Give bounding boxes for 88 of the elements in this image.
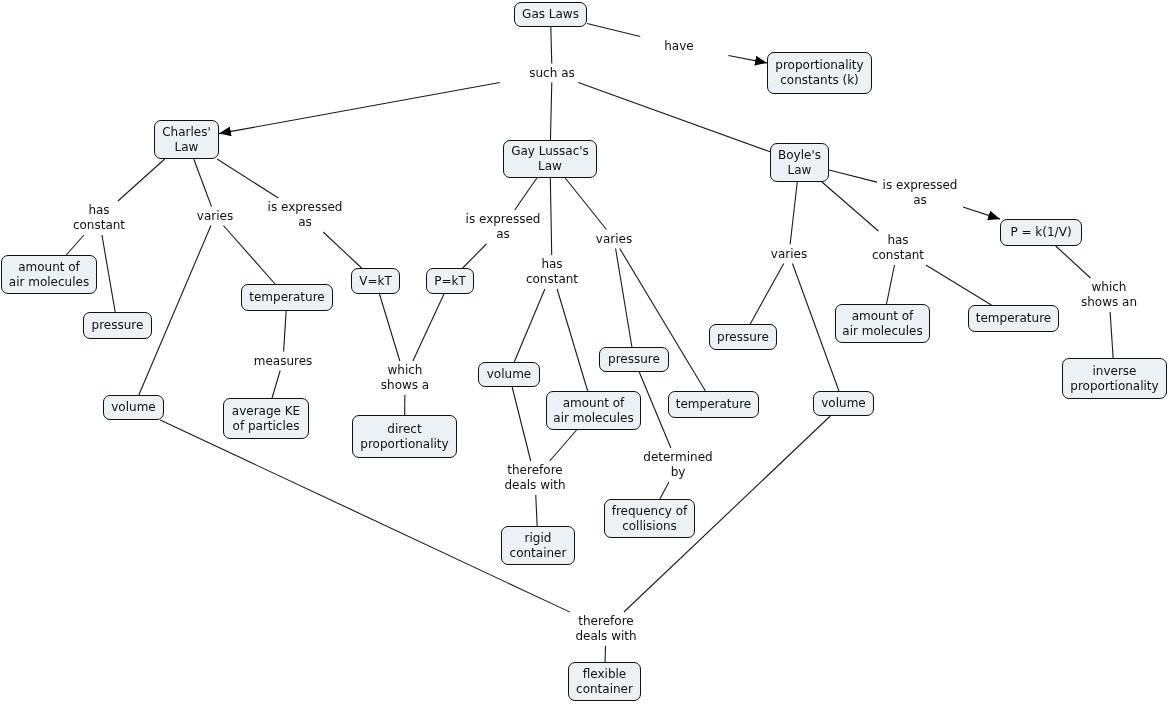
concept-box: flexible container xyxy=(568,662,641,701)
arrow xyxy=(218,81,501,137)
linking-phrase: varies xyxy=(738,246,840,262)
connector-line xyxy=(821,181,879,232)
concept-box: pressure xyxy=(83,312,152,339)
connector-line xyxy=(101,234,116,313)
linking-phrase: is expressed as xyxy=(264,200,346,230)
linking-phrase: has constant xyxy=(521,257,583,287)
concept-box: pressure xyxy=(709,324,777,350)
connector-line xyxy=(564,177,607,231)
concept-box: temperature xyxy=(668,391,759,418)
concept-box: Boyle's Law xyxy=(770,143,829,182)
connector-line xyxy=(193,158,212,208)
linking-phrase: is expressed as xyxy=(462,212,544,242)
linking-phrase: have xyxy=(628,38,730,54)
connector-line xyxy=(159,419,571,613)
concept-box: temperature xyxy=(241,284,333,311)
connector-line xyxy=(623,415,831,613)
connector-line xyxy=(549,81,553,141)
connector-line xyxy=(65,234,85,256)
connector-line xyxy=(885,264,896,305)
connector-line xyxy=(222,224,276,285)
connector-line xyxy=(659,481,670,500)
connector-line xyxy=(511,386,532,462)
connector-line xyxy=(619,247,706,392)
linking-phrase: such as xyxy=(501,65,603,81)
connector-line xyxy=(404,394,406,416)
connector-line xyxy=(378,293,401,362)
connector-line xyxy=(586,22,641,38)
connector-line xyxy=(789,181,798,246)
connector-line xyxy=(117,158,166,202)
connector-line xyxy=(549,429,578,462)
connector-line xyxy=(138,224,212,396)
concept-box: temperature xyxy=(968,305,1059,332)
concept-box: amount of air molecules xyxy=(546,391,641,430)
concept-box: volume xyxy=(813,391,874,416)
linking-phrase: has constant xyxy=(867,233,929,263)
concept-box: volume xyxy=(103,395,164,420)
connector-line xyxy=(549,177,553,256)
connector-line xyxy=(216,158,279,199)
concept-box: amount of air molecules xyxy=(1,255,97,294)
linking-phrase: measures xyxy=(232,353,334,369)
concept-box: average KE of particles xyxy=(223,398,309,439)
connector-line xyxy=(925,264,992,306)
linking-phrase: has constant xyxy=(68,203,130,233)
concept-box: volume xyxy=(478,362,540,387)
concept-box: rigid container xyxy=(501,526,575,565)
concept-box: pressure xyxy=(599,347,669,372)
concept-box: V=kT xyxy=(351,268,400,294)
concept-box: P = k(1/V) xyxy=(1000,219,1082,246)
linking-phrase: which shows a xyxy=(376,363,434,393)
connector-line xyxy=(283,310,287,353)
concept-box: Gas Laws xyxy=(514,2,587,27)
concept-box: frequency of collisions xyxy=(604,499,695,538)
connector-line xyxy=(271,369,281,399)
connector-line xyxy=(514,177,538,211)
connector-line xyxy=(462,243,487,269)
connector-line xyxy=(638,371,672,449)
connector-line xyxy=(322,231,363,269)
concept-box: inverse proportionality xyxy=(1062,358,1167,399)
concept-box: Charles' Law xyxy=(154,120,219,159)
connector-line xyxy=(1109,311,1114,359)
connector-line xyxy=(791,262,840,392)
connector-line xyxy=(513,288,546,363)
linking-phrase: therefore deals with xyxy=(572,614,640,644)
linking-phrase: is expressed as xyxy=(879,178,961,208)
connector-line xyxy=(828,169,878,183)
linking-phrase: varies xyxy=(563,231,665,247)
linking-phrase: therefore deals with xyxy=(501,463,569,493)
connector-line xyxy=(535,494,538,527)
concept-box: direct proportionality xyxy=(352,415,457,458)
connector-line xyxy=(577,81,771,153)
linking-phrase: determined by xyxy=(640,450,716,480)
connector-line xyxy=(749,262,785,325)
connector-line xyxy=(412,293,445,362)
concept-box: proportionality constants (k) xyxy=(767,52,872,94)
concept-box: P=kT xyxy=(426,268,474,294)
arrow xyxy=(727,54,768,66)
linking-phrase: which shows an xyxy=(1077,280,1141,310)
concept-box: Gay Lussac's Law xyxy=(503,140,597,178)
arrow xyxy=(962,206,1001,221)
connector-line xyxy=(604,645,607,663)
connector-line xyxy=(550,26,553,65)
linking-phrase: varies xyxy=(164,208,266,224)
connector-line xyxy=(615,247,633,348)
concept-box: amount of air molecules xyxy=(835,304,930,343)
connector-line xyxy=(556,288,589,392)
connector-line xyxy=(1055,245,1092,279)
